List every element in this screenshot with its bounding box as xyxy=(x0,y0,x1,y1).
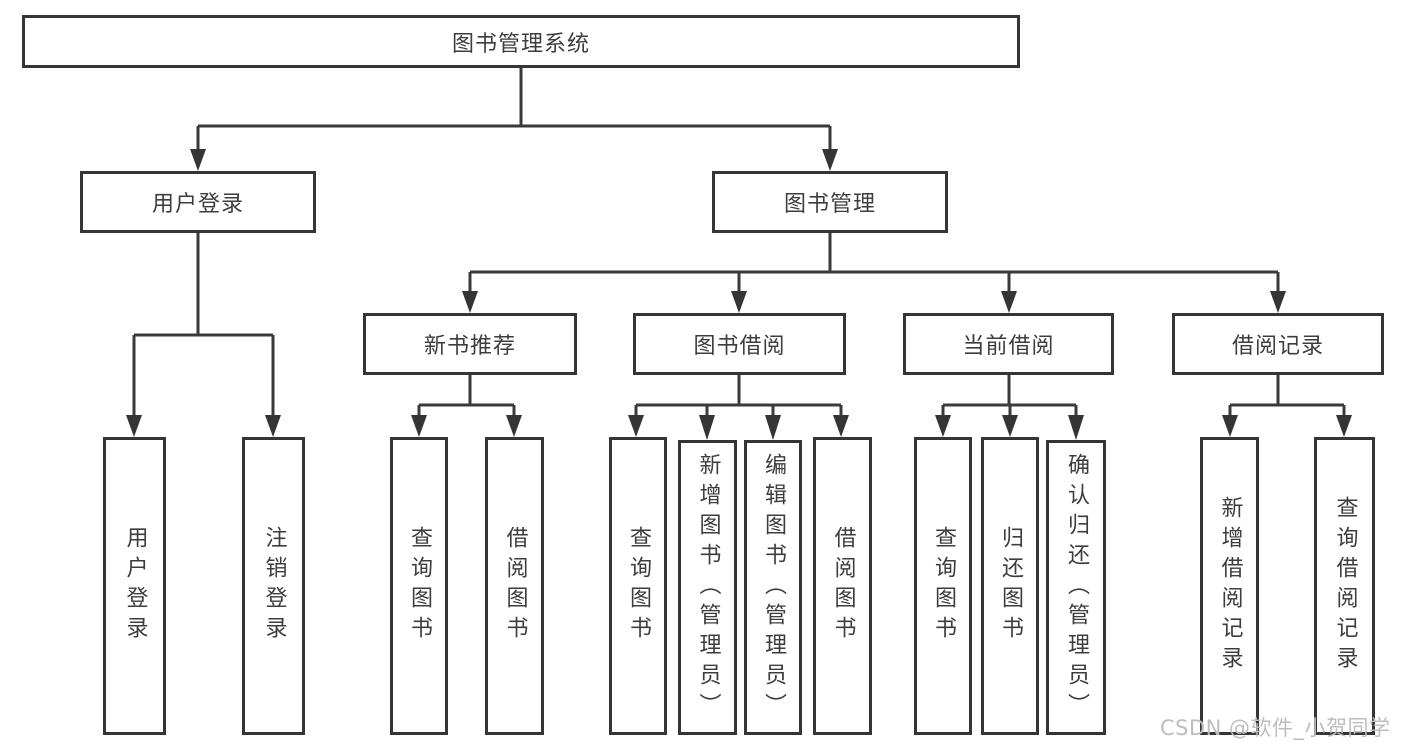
watermark: CSDN @软件_小贺同学 xyxy=(1160,716,1391,740)
leaf-edit-books-admin-label: 编辑图书（管理员） xyxy=(761,452,786,723)
node-user-login: 用户登录 xyxy=(80,171,316,233)
node-root: 图书管理系统 xyxy=(22,15,1020,68)
node-book-management-label: 图书管理 xyxy=(783,192,876,217)
node-book-management: 图书管理 xyxy=(712,171,948,233)
node-current-borrowing-label: 当前借阅 xyxy=(962,334,1055,359)
node-borrowing-records-label: 借阅记录 xyxy=(1231,334,1324,359)
leaf-query-borrow-record: 查询借阅记录 xyxy=(1314,437,1375,735)
node-book-borrowing: 图书借阅 xyxy=(633,313,846,375)
leaf-add-books-admin-label: 新增图书（管理员） xyxy=(695,452,721,723)
leaf-user-login-label: 用户登录 xyxy=(122,526,148,646)
node-new-book-recommend: 新书推荐 xyxy=(363,313,577,375)
leaf-logout-label: 注销登录 xyxy=(261,526,287,646)
leaf-return-books-label: 归还图书 xyxy=(998,526,1023,646)
leaf-query-books-current: 查询图书 xyxy=(914,437,972,735)
node-root-label: 图书管理系统 xyxy=(451,31,590,57)
node-new-book-recommend-label: 新书推荐 xyxy=(423,334,516,359)
node-book-borrowing-label: 图书借阅 xyxy=(693,334,786,359)
node-current-borrowing: 当前借阅 xyxy=(903,313,1114,375)
leaf-query-borrow-record-label: 查询借阅记录 xyxy=(1332,496,1358,676)
leaf-borrow-books-borrowing-label: 借阅图书 xyxy=(830,526,856,646)
leaf-query-books-recommend-label: 查询图书 xyxy=(407,526,432,646)
arrowhead-icons xyxy=(126,149,1352,440)
leaf-add-borrow-record: 新增借阅记录 xyxy=(1200,437,1259,735)
leaf-query-books-borrowing: 查询图书 xyxy=(609,437,667,735)
leaf-add-books-admin: 新增图书（管理员） xyxy=(678,440,737,735)
leaf-user-login: 用户登录 xyxy=(103,437,166,735)
leaf-borrow-books-borrowing: 借阅图书 xyxy=(813,437,872,735)
leaf-query-books-borrowing-label: 查询图书 xyxy=(626,526,651,646)
node-user-login-label: 用户登录 xyxy=(151,192,244,217)
leaf-logout: 注销登录 xyxy=(242,437,305,735)
leaf-borrow-books-recommend-label: 借阅图书 xyxy=(502,526,528,646)
leaf-confirm-return-admin: 确认归还（管理员） xyxy=(1046,440,1106,735)
node-borrowing-records: 借阅记录 xyxy=(1172,313,1384,375)
leaf-edit-books-admin: 编辑图书（管理员） xyxy=(744,440,802,735)
leaf-confirm-return-admin-label: 确认归还（管理员） xyxy=(1064,452,1089,723)
leaf-borrow-books-recommend: 借阅图书 xyxy=(485,437,544,735)
leaf-return-books: 归还图书 xyxy=(981,437,1039,735)
leaf-query-books-current-label: 查询图书 xyxy=(931,526,956,646)
leaf-query-books-recommend: 查询图书 xyxy=(390,437,448,735)
leaf-add-borrow-record-label: 新增借阅记录 xyxy=(1217,496,1243,676)
